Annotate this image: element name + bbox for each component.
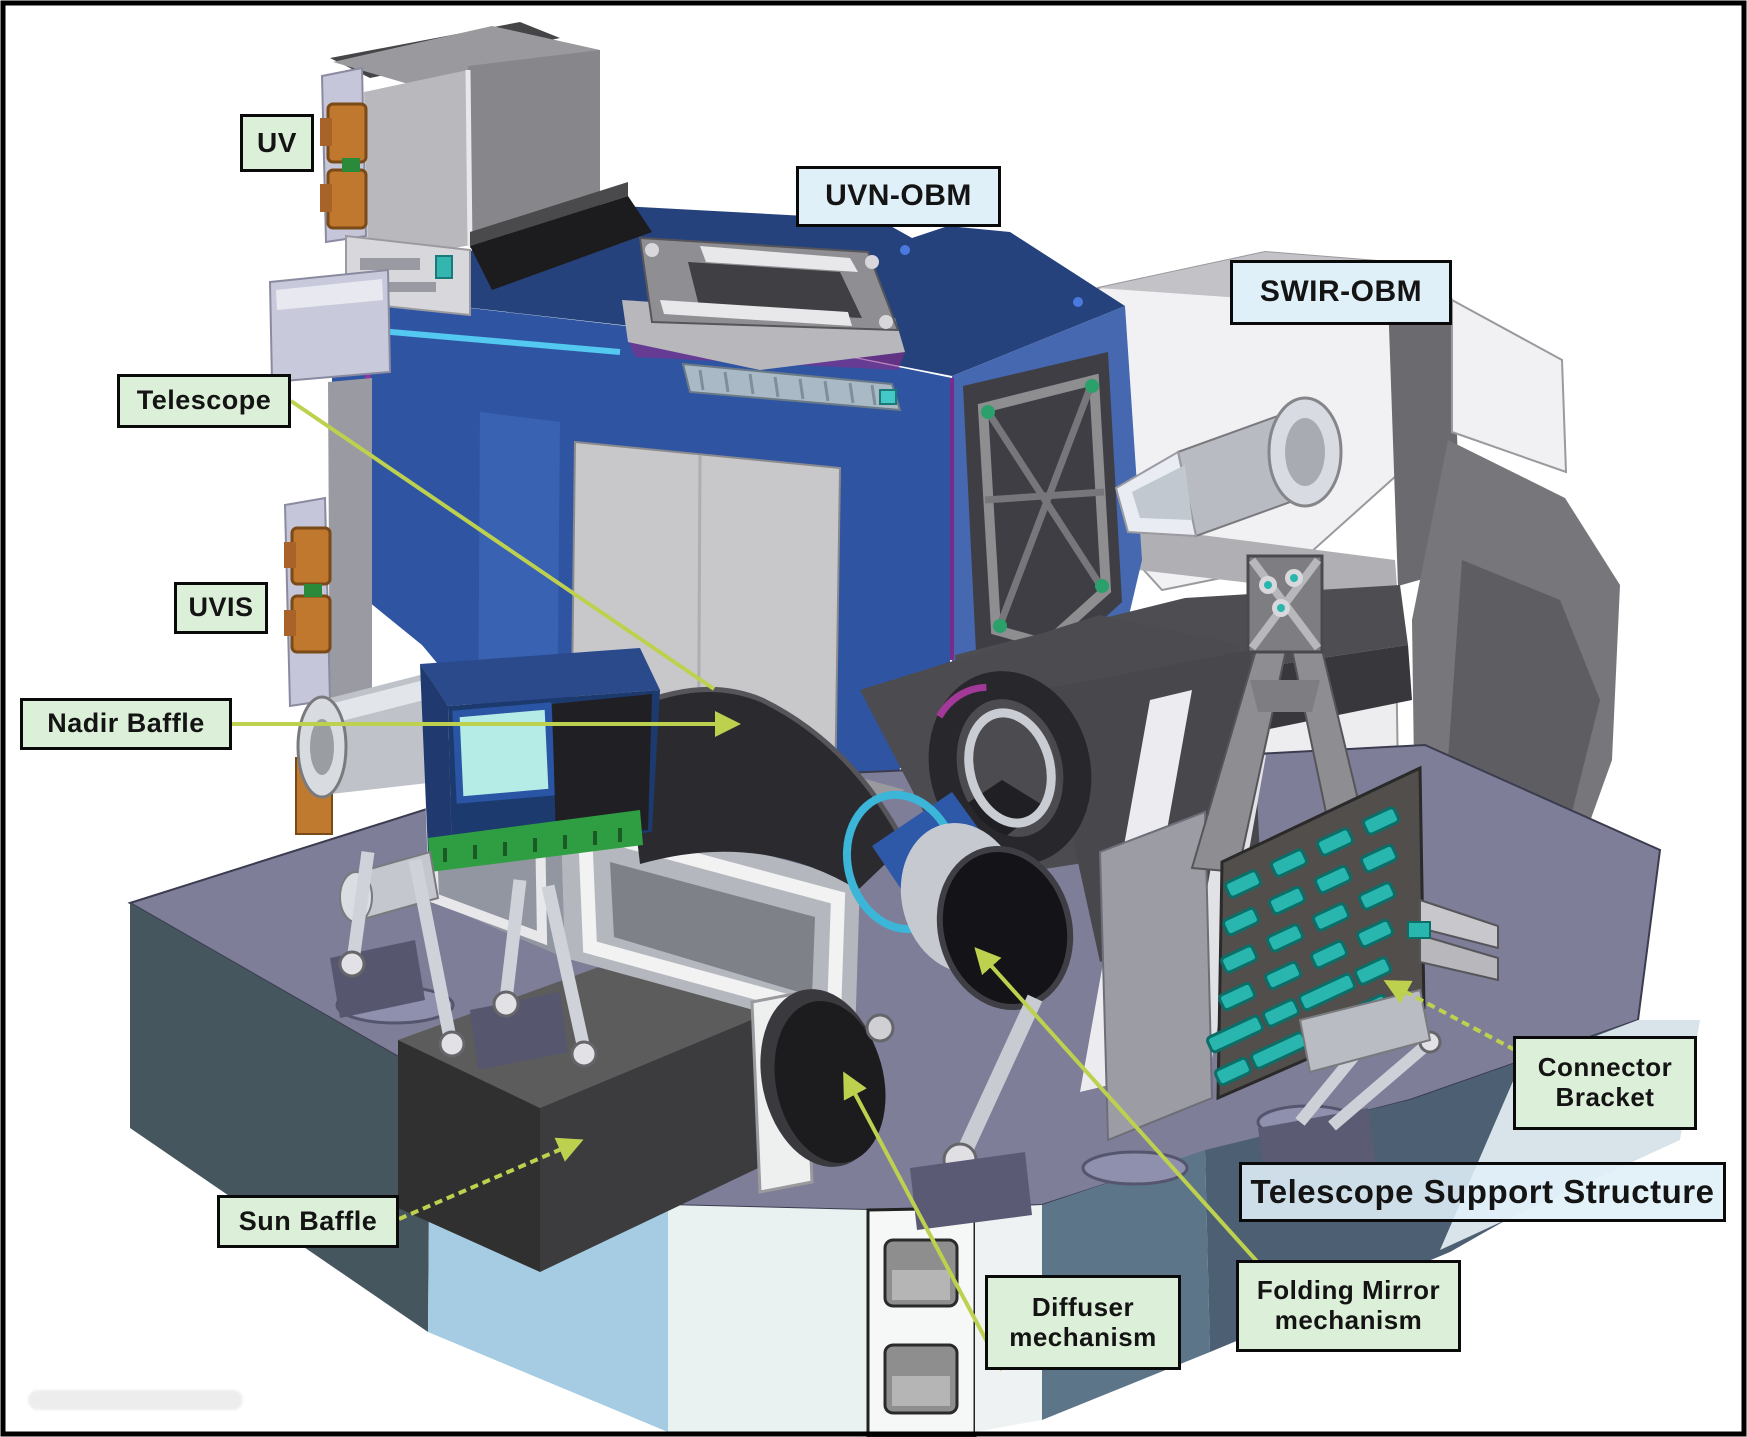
connector-pin <box>1316 827 1354 857</box>
folding-mirror-mechanism-part <box>842 671 1092 1230</box>
label-uv: UV <box>240 114 314 172</box>
connector-pin <box>1262 998 1300 1028</box>
connector-pin <box>1266 923 1304 953</box>
connector-pin <box>1362 806 1400 836</box>
access-door <box>963 352 1122 668</box>
connector-pin <box>1270 848 1308 878</box>
handle-panel <box>866 1206 977 1437</box>
top-triangular-bracket <box>622 236 905 370</box>
label-sun-baffle: Sun Baffle <box>217 1195 399 1248</box>
connector-pin <box>1314 864 1352 895</box>
uvis-connectors <box>284 526 332 654</box>
leader-telescope <box>289 399 716 691</box>
uvis-radiator-column <box>268 268 392 835</box>
label-uvis: UVIS <box>174 582 268 634</box>
connector-pin <box>1310 939 1348 970</box>
connector-pin <box>1222 906 1260 937</box>
connector-pin <box>1354 956 1392 986</box>
corner-wedge <box>1098 810 1214 1142</box>
connector-pin <box>1220 944 1258 974</box>
connector-pin <box>1218 981 1256 1012</box>
label-nadir-baffle: Nadir Baffle <box>20 698 232 750</box>
swir-relay-cylinder <box>1114 396 1343 538</box>
label-telescope: Telescope <box>117 374 291 428</box>
ribbed-mount-plate <box>681 362 902 412</box>
leader-folding-mirror-mechanism <box>974 947 1264 1269</box>
connector-pin <box>1214 1056 1252 1087</box>
connector-pin <box>1264 960 1302 991</box>
leader-diffuser-mechanism <box>843 1071 1004 1371</box>
camera-window <box>452 702 556 804</box>
label-telescope-support-structure: Telescope Support Structure <box>1239 1162 1726 1222</box>
connector-pin <box>1224 869 1262 899</box>
sun-baffle-part <box>398 952 775 1272</box>
diffuser-mechanism-part <box>750 989 895 1194</box>
leader-connector-bracket <box>1383 980 1516 1052</box>
connector-pin <box>1206 1014 1264 1054</box>
connector-pin <box>1298 972 1356 1012</box>
leader-sun-baffle <box>398 1137 584 1221</box>
uv-spectrometer <box>320 22 652 317</box>
support-struts-left <box>330 850 598 1070</box>
watermark <box>28 1390 243 1410</box>
connector-pin <box>1360 843 1398 874</box>
connector-pin <box>1312 902 1350 932</box>
uv-connectors <box>320 102 368 230</box>
connector-pin <box>1356 918 1394 949</box>
label-swir-obm: SWIR-OBM <box>1230 260 1452 325</box>
connector-pin <box>1358 881 1396 911</box>
connector-pin <box>1268 885 1306 916</box>
label-uvn-obm: UVN-OBM <box>796 166 1001 227</box>
